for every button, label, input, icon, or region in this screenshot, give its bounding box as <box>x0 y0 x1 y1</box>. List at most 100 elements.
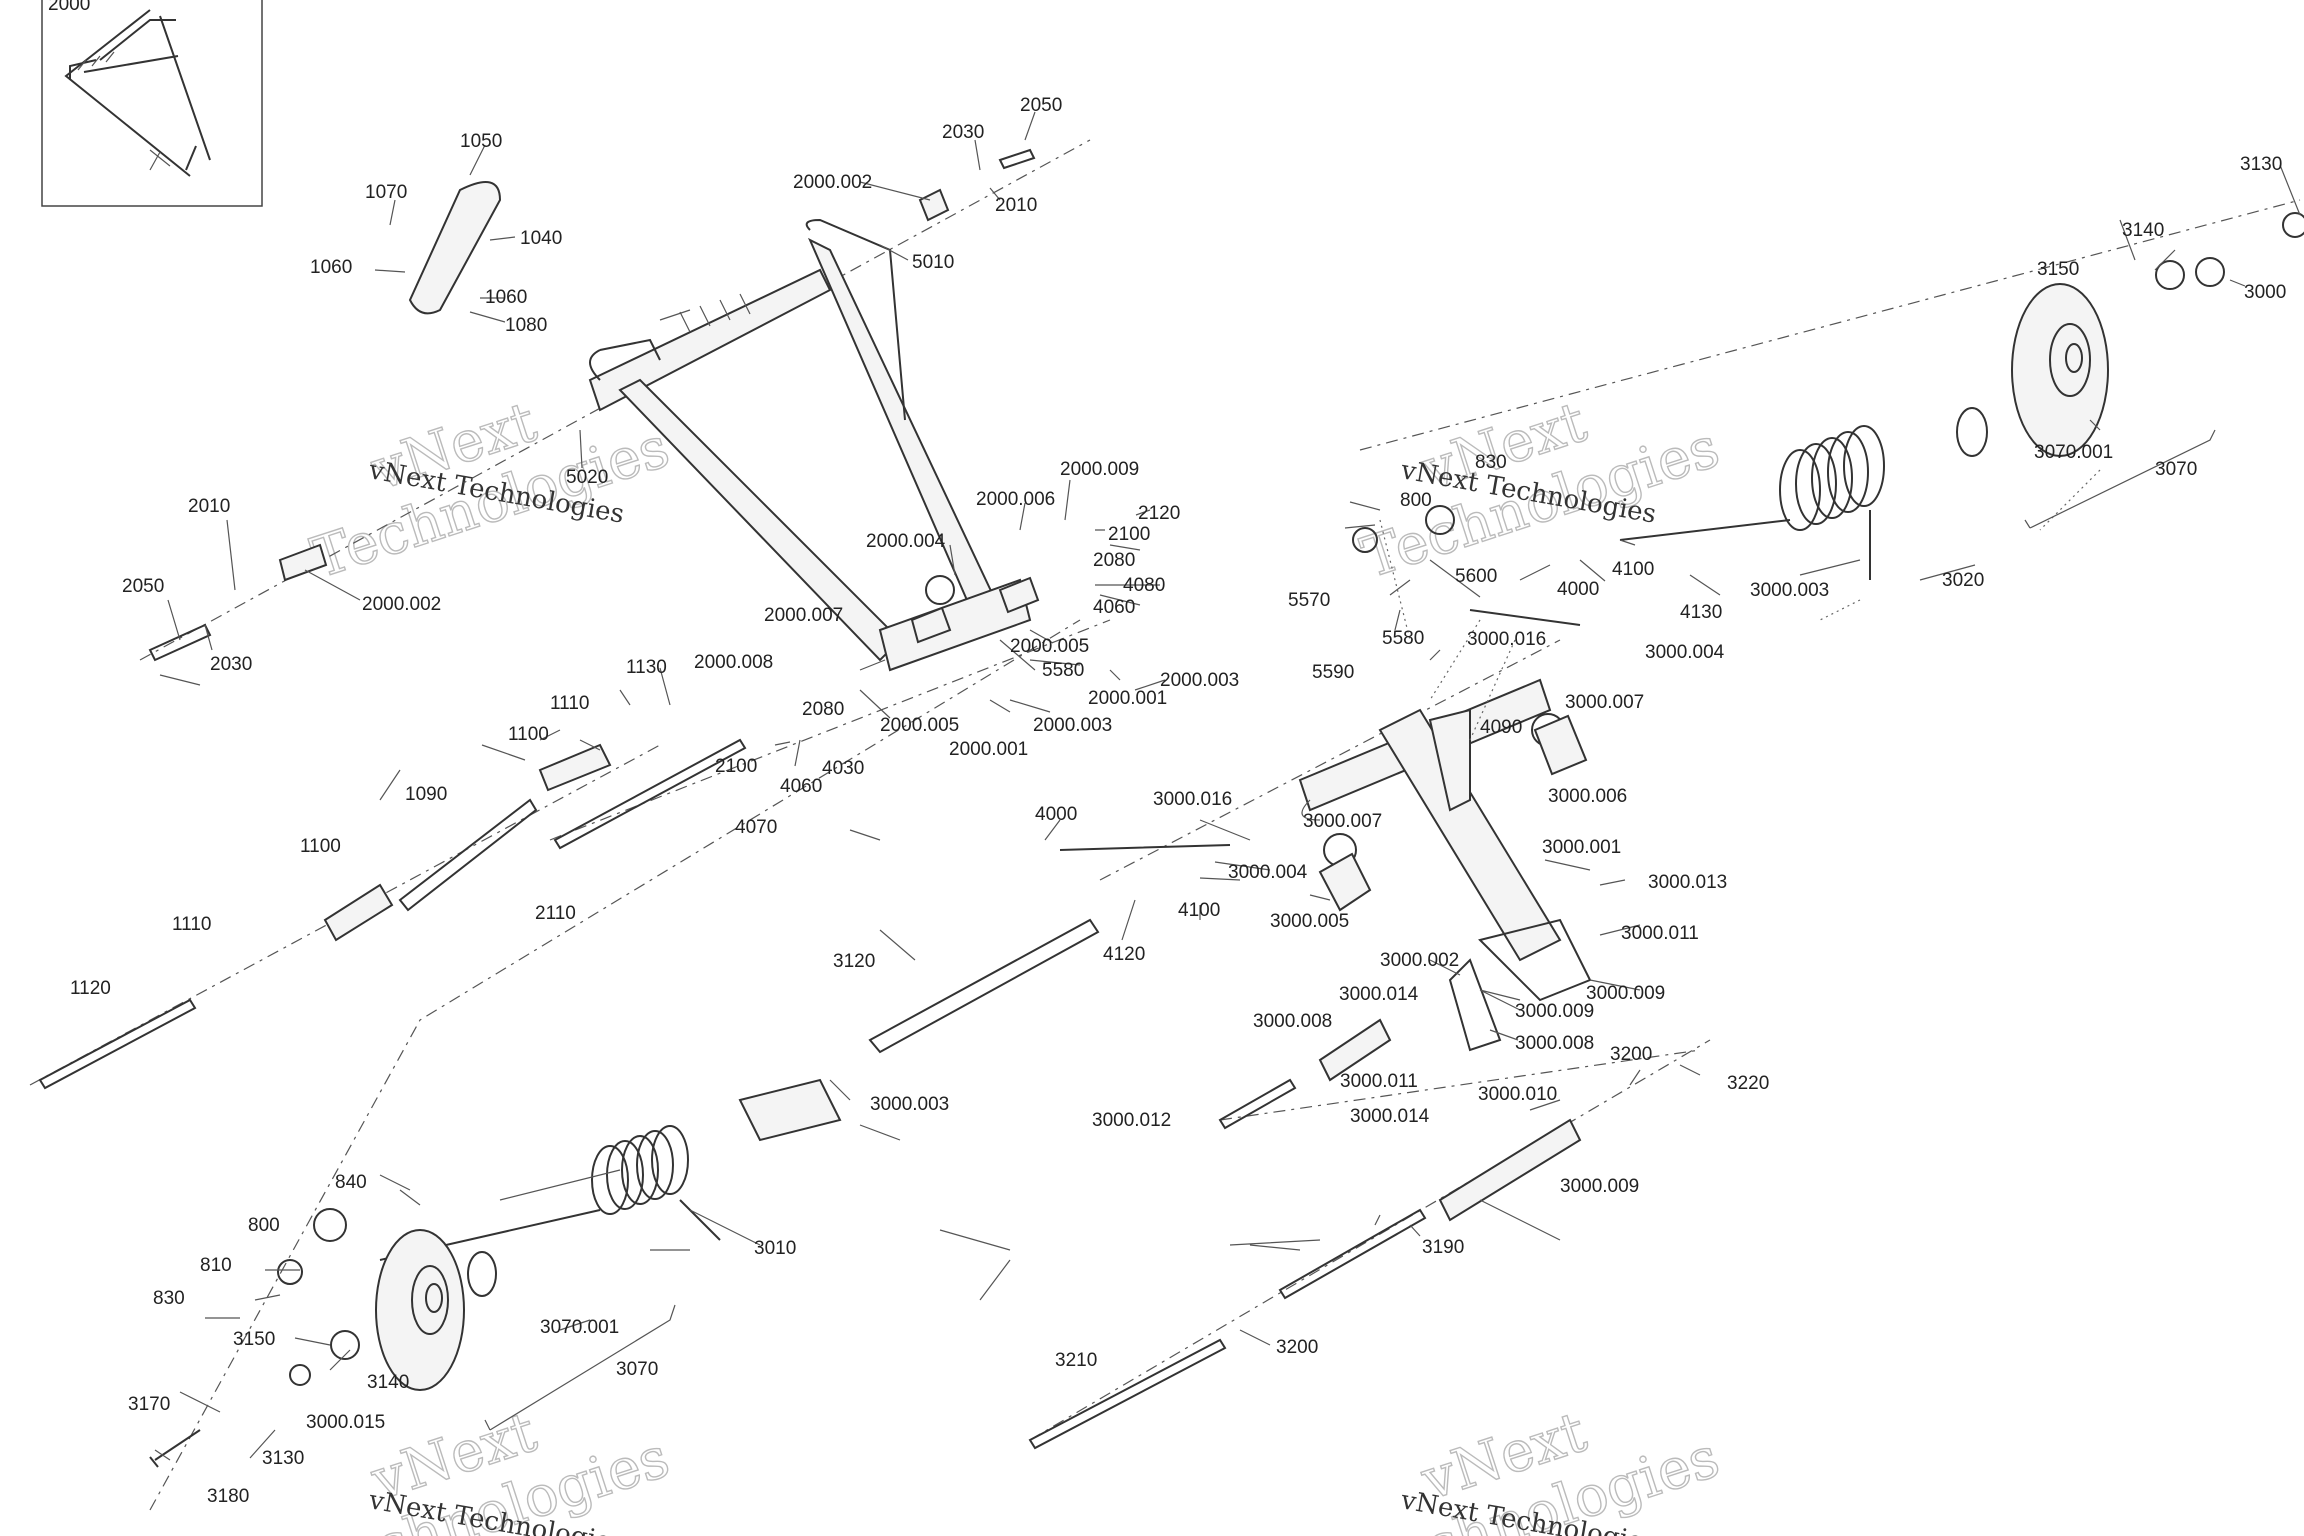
part-label: 5020 <box>566 467 608 488</box>
part-label: 4060 <box>780 776 822 797</box>
assembly-axes <box>29 139 2301 1511</box>
part-label: 2000.005 <box>1010 636 1089 657</box>
part-label: 2000.004 <box>866 531 946 552</box>
torsion-spring-3010[interactable] <box>379 1125 721 1261</box>
part-label: 2000.006 <box>976 489 1055 510</box>
part-label: 3000.004 <box>1228 862 1308 883</box>
part-label: 5010 <box>912 252 954 273</box>
part-label: 3020 <box>1942 570 1984 591</box>
part-label: 3000.007 <box>1565 692 1644 713</box>
part-label: 3120 <box>833 951 875 972</box>
part-label: 2000.009 <box>1060 459 1139 480</box>
part-label: 3170 <box>128 1394 170 1415</box>
front-swing-arm-2000[interactable] <box>588 218 1032 672</box>
part-label: 1060 <box>485 287 527 308</box>
part-label: 4130 <box>1680 602 1722 623</box>
rear-swing-arm-3000[interactable] <box>1298 678 1592 1052</box>
part-label: 3000.006 <box>1548 786 1627 807</box>
part-label: 3200 <box>1610 1044 1652 1065</box>
part-label: 3150 <box>233 1329 275 1350</box>
left-shafts[interactable] <box>38 148 1040 1090</box>
part-label: 830 <box>153 1288 185 1309</box>
part-label: 1090 <box>405 784 447 805</box>
part-label: 5570 <box>1288 590 1330 611</box>
part-label: 3130 <box>262 1448 304 1469</box>
part-label: 2030 <box>210 654 252 675</box>
small-hardware[interactable] <box>149 181 2304 1468</box>
part-label: 3000 <box>2244 282 2286 303</box>
part-label: 3180 <box>207 1486 249 1507</box>
part-label: 4000 <box>1035 804 1077 825</box>
part-label: 3130 <box>2240 154 2282 175</box>
part-label: 1060 <box>310 257 352 278</box>
part-label: 4080 <box>1123 575 1165 596</box>
part-label: 3200 <box>1276 1337 1318 1358</box>
part-label: 1070 <box>365 182 407 203</box>
part-label: 3000.001 <box>1542 837 1621 858</box>
part-label: 3000.011 <box>1340 1071 1418 1092</box>
part-label: 1050 <box>460 131 502 152</box>
part-label: 1100 <box>300 836 341 857</box>
part-label: 2000.003 <box>1033 715 1112 736</box>
inset-assembly-thumbnail[interactable]: 2000 <box>41 0 263 207</box>
leader-lines <box>154 111 2301 1461</box>
part-label: 5590 <box>1312 662 1354 683</box>
part-label: 2010 <box>995 195 1037 216</box>
part-label: 2120 <box>1138 503 1180 524</box>
part-label: 3070.001 <box>540 1317 619 1338</box>
bracket-3070 <box>484 429 2216 1431</box>
part-label: 2000.001 <box>949 739 1028 760</box>
part-label: 3000.009 <box>1515 1001 1594 1022</box>
part-label: 3140 <box>367 1372 409 1393</box>
part-label: 3000.014 <box>1350 1106 1430 1127</box>
part-label: 4060 <box>1093 597 1135 618</box>
part-label: 1110 <box>550 693 589 714</box>
part-label: 2100 <box>1108 524 1150 545</box>
part-label: 4030 <box>822 758 864 779</box>
part-label: 4070 <box>735 817 777 838</box>
part-label: 3000.005 <box>1270 911 1349 932</box>
part-label: 2050 <box>1020 95 1062 116</box>
part-label: 2000.005 <box>880 715 959 736</box>
center-tubes[interactable] <box>738 918 1582 1450</box>
part-label: 4100 <box>1612 559 1654 580</box>
part-label: 1040 <box>520 228 562 249</box>
part-label: 3000.016 <box>1467 629 1546 650</box>
part-label: 3000.014 <box>1339 984 1419 1005</box>
part-label: 1120 <box>70 978 111 999</box>
part-label: 2050 <box>122 576 164 597</box>
part-label: 1110 <box>172 914 211 935</box>
idler-wheel-right[interactable] <box>1956 283 2109 457</box>
part-label: 830 <box>1475 452 1507 473</box>
part-label: 5580 <box>1042 660 1084 681</box>
part-label: 4120 <box>1103 944 1145 965</box>
part-label: 2000.008 <box>694 652 773 673</box>
part-label: 3000.010 <box>1478 1084 1557 1105</box>
part-label: 2000.002 <box>793 172 872 193</box>
part-label: 2080 <box>1093 550 1135 571</box>
part-label: 800 <box>248 1215 280 1236</box>
part-label: 810 <box>200 1255 232 1276</box>
part-label: 3000.009 <box>1586 983 1665 1004</box>
torsion-spring-3020[interactable] <box>1619 425 1885 580</box>
part-label: 2110 <box>535 903 576 924</box>
part-label: 2100 <box>715 756 757 777</box>
part-label: 5600 <box>1455 566 1497 587</box>
part-label: 3070 <box>616 1359 658 1380</box>
part-label: 3000.008 <box>1515 1033 1594 1054</box>
part-label: 1100 <box>508 724 549 745</box>
idler-wheel-left[interactable] <box>375 1229 497 1391</box>
part-label: 3210 <box>1055 1350 1097 1371</box>
part-label: 3000.004 <box>1645 642 1725 663</box>
part-label: 3000.012 <box>1092 1110 1171 1131</box>
part-label: 4090 <box>1480 717 1522 738</box>
part-label: 2000.007 <box>764 605 843 626</box>
part-label: 3000.015 <box>306 1412 385 1433</box>
part-label: 3000.013 <box>1648 872 1727 893</box>
part-label: 2010 <box>188 496 230 517</box>
part-label: 2000.001 <box>1088 688 1167 709</box>
part-label: 2030 <box>942 122 984 143</box>
part-label: 2000.002 <box>362 594 441 615</box>
part-label: 840 <box>335 1172 367 1193</box>
